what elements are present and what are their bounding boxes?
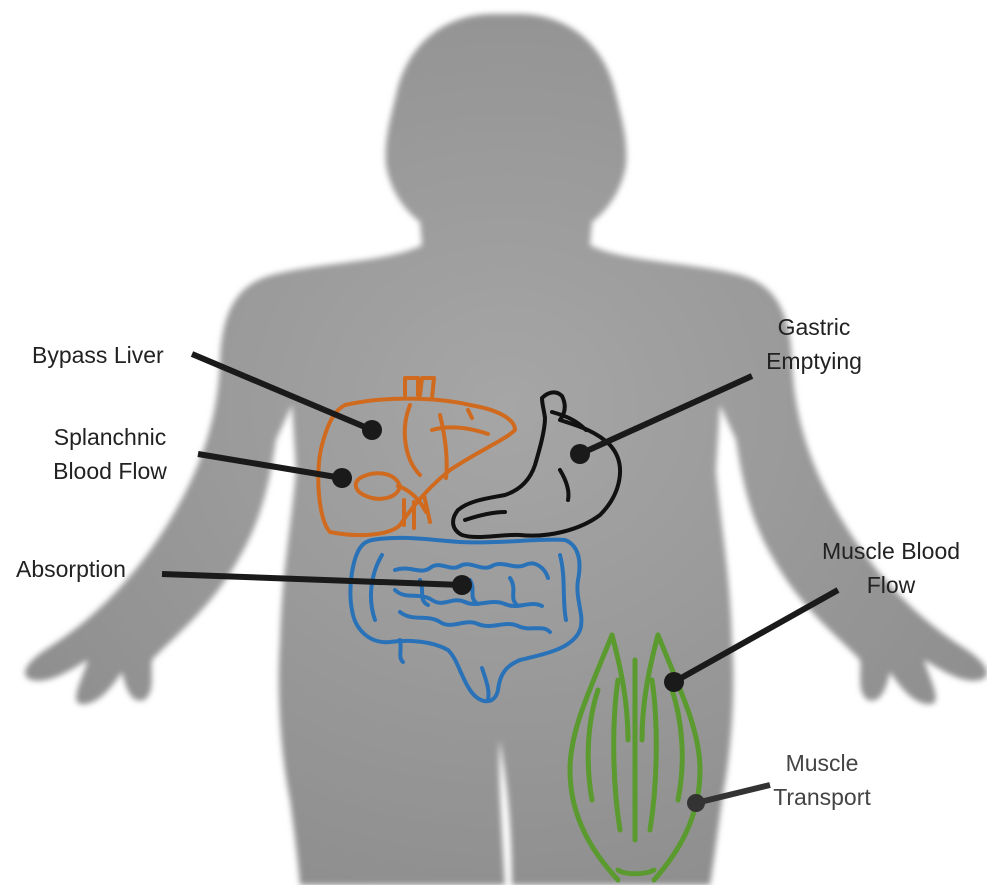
- label-absorption-text: Absorption: [16, 552, 126, 586]
- label-splanchnic-line2: Blood Flow: [40, 454, 180, 488]
- label-muscle-transport-line1: Muscle: [756, 746, 888, 780]
- label-bypass-liver-text: Bypass Liver: [32, 338, 164, 372]
- label-muscle-transport-line2: Transport: [756, 780, 888, 814]
- label-gastric-emptying: Gastric Emptying: [752, 310, 876, 378]
- label-gastric-line1: Gastric: [752, 310, 876, 344]
- label-muscle-blood-flow-line2: Flow: [806, 568, 976, 602]
- label-muscle-blood-flow: Muscle Blood Flow: [806, 534, 976, 602]
- label-splanchnic-line1: Splanchnic: [40, 420, 180, 454]
- label-muscle-transport: Muscle Transport: [756, 746, 888, 814]
- label-splanchnic-blood-flow: Splanchnic Blood Flow: [40, 420, 180, 488]
- label-muscle-blood-flow-line1: Muscle Blood: [806, 534, 976, 568]
- label-gastric-line2: Emptying: [752, 344, 876, 378]
- label-absorption: Absorption: [16, 552, 126, 586]
- label-bypass-liver: Bypass Liver: [32, 338, 164, 372]
